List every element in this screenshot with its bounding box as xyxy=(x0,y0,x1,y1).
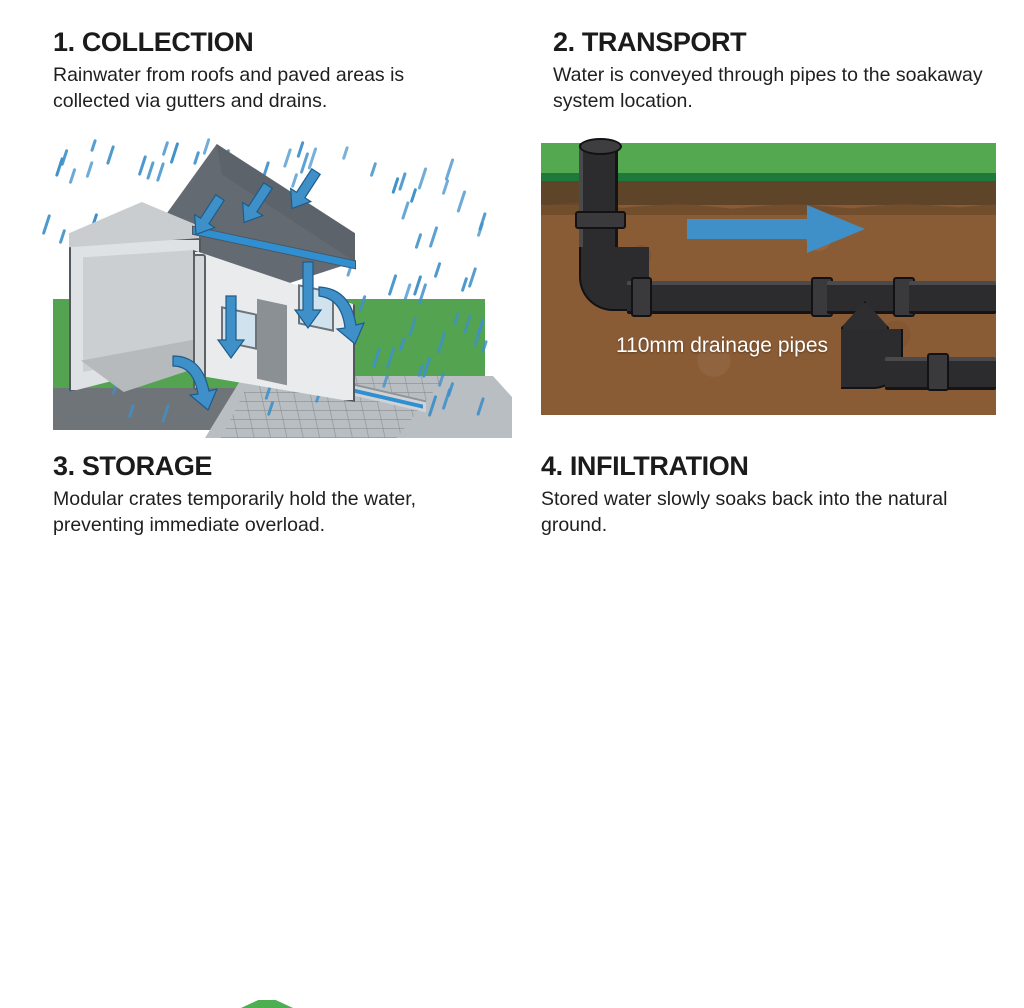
pipe-cap-ellipse xyxy=(579,138,622,155)
panel-1-heading: 1. COLLECTION xyxy=(53,27,254,57)
horizontal-pipe-3 xyxy=(909,281,996,314)
house-rain-scene xyxy=(42,138,512,438)
panel-4-description: Stored water slowly soaks back into the … xyxy=(541,488,948,537)
flow-arrows-collection xyxy=(172,167,366,411)
horizontal-pipe-1 xyxy=(627,281,817,314)
soil-boundary-wave xyxy=(541,202,996,215)
panel-infiltration: 4. INFILTRATION Stored water slowly soak… xyxy=(512,440,1024,1008)
panel-4-heading: 4. INFILTRATION xyxy=(541,451,749,481)
panel-storage: 3. STORAGE Modular crates temporarily ho… xyxy=(0,440,512,1008)
flow-arrow-right xyxy=(687,205,865,253)
grass-shadow-line xyxy=(541,173,996,181)
coupling-4 xyxy=(927,353,949,391)
panel-1-description: Rainwater from roofs and paved areas is … xyxy=(53,64,405,113)
soakaway-storage-scene xyxy=(42,1000,492,1008)
underground-pipe-scene: 110mm drainage pipes xyxy=(541,138,996,415)
pipe-size-label: 110mm drainage pipes xyxy=(615,334,829,357)
coupling-1 xyxy=(631,277,652,317)
panel-collection: 1. COLLECTION Rainwater from roofs and p… xyxy=(0,0,512,440)
panel-transport: 2. TRANSPORT Water is conveyed through p… xyxy=(512,0,1024,440)
vertical-inlet-pipe xyxy=(579,143,618,261)
iso-soil-block-storage xyxy=(240,1000,294,1008)
house xyxy=(61,142,356,402)
rain-drop xyxy=(42,213,52,235)
panel-2-description: Water is conveyed through pipes to the s… xyxy=(553,64,983,113)
coupling-top xyxy=(575,211,626,229)
panel-3-heading: 3. STORAGE xyxy=(53,451,213,481)
panel-3-description: Modular crates temporarily hold the wate… xyxy=(53,488,417,537)
panel-2-heading: 2. TRANSPORT xyxy=(553,27,747,57)
grass-top xyxy=(240,1000,294,1008)
